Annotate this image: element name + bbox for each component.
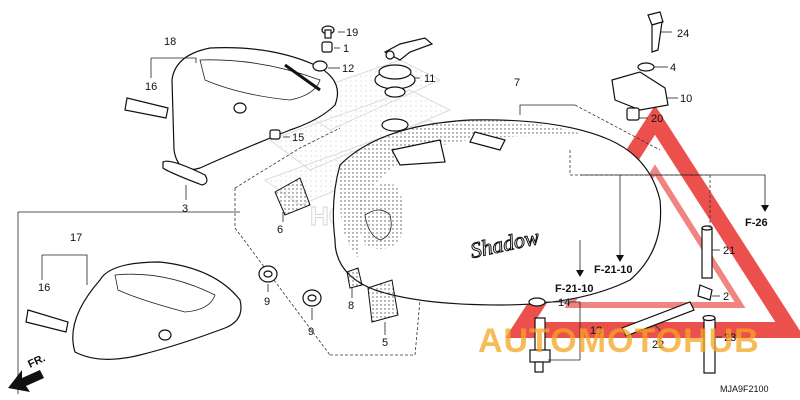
part-label-22: 22 [652,339,664,351]
part-label-23: 23 [724,332,736,344]
part-label-15: 15 [292,132,304,144]
front-arrow-label: FR. [26,352,47,370]
part-label-13: 13 [590,325,602,337]
tank-dashed-outline-bottom [330,299,421,356]
rubber-9b [302,289,322,307]
ref-label-f26: F-26 [745,217,768,229]
arrow-f26 [761,205,769,212]
cover-emblem-upper [124,97,169,119]
part-label-10: 10 [680,93,692,105]
part-label-8: 8 [348,300,354,312]
tank-emblem-3 [162,160,208,186]
bolt-24 [647,11,664,53]
part-label-12: 12 [342,63,354,75]
leader-lines [41,31,766,361]
part-label-16b: 16 [38,282,50,294]
collar-1 [321,41,333,53]
part-label-20: 20 [651,113,663,125]
pad-5 [367,279,399,323]
screw-19 [321,25,335,39]
part-label-1: 1 [343,43,349,55]
tank-cover-upper [171,47,339,171]
part-label-16a: 16 [145,81,157,93]
part-label-18: 18 [164,36,176,48]
cover-emblem-lower [25,309,69,333]
part-label-21: 21 [723,245,735,257]
rubber-9a [258,265,278,283]
arrow-f2110a [616,255,624,262]
front-direction-arrow: FR. [8,352,47,392]
part-label-9a: 9 [264,296,270,308]
tank-cover-lower [72,261,242,360]
hose-21 [701,227,713,279]
leader-7 [519,104,575,115]
ref-label-f2110a: F-21-10 [594,264,633,276]
tank-dashed-outline-right [574,104,661,151]
washer-4 [637,62,655,72]
part-label-19: 19 [346,27,358,39]
part-number-labels: 19 1 12 11 15 18 16 3 7 24 4 10 20 6 9 9… [38,27,736,351]
part-label-3: 3 [182,203,188,215]
tank-dashed-outline-top [234,127,341,189]
part-label-9b: 9 [308,326,314,338]
part-label-7: 7 [514,77,520,89]
cap-15 [269,129,281,140]
part-label-4: 4 [670,62,676,74]
fuel-cap-assembly [374,37,434,98]
fuel-valve-13 [529,317,551,373]
pad-6 [274,177,311,216]
part-label-2: 2 [723,291,729,303]
pad-8 [346,267,363,289]
mount-rubber-10 [611,71,669,111]
fuel-tank: Shadow [332,118,662,306]
part-label-11: 11 [424,73,435,85]
grommet-12 [312,60,328,72]
diagram-code: MJA9F2100 [720,384,769,394]
tube-22 [621,301,695,337]
washer-14 [528,297,546,307]
tank-dashed-outline-left [234,188,331,356]
part-label-6: 6 [277,224,283,236]
collar-20 [626,107,640,121]
arrow-f2110b [576,270,584,277]
part-label-14: 14 [558,297,570,309]
part-label-24: 24 [677,28,689,40]
clip-2 [697,284,713,301]
part-label-17: 17 [70,232,82,244]
part-label-5: 5 [382,337,388,349]
ref-label-f2110b: F-21-10 [555,283,594,295]
automotohub-wordmark: AUTOMOTOHUB [478,322,760,360]
